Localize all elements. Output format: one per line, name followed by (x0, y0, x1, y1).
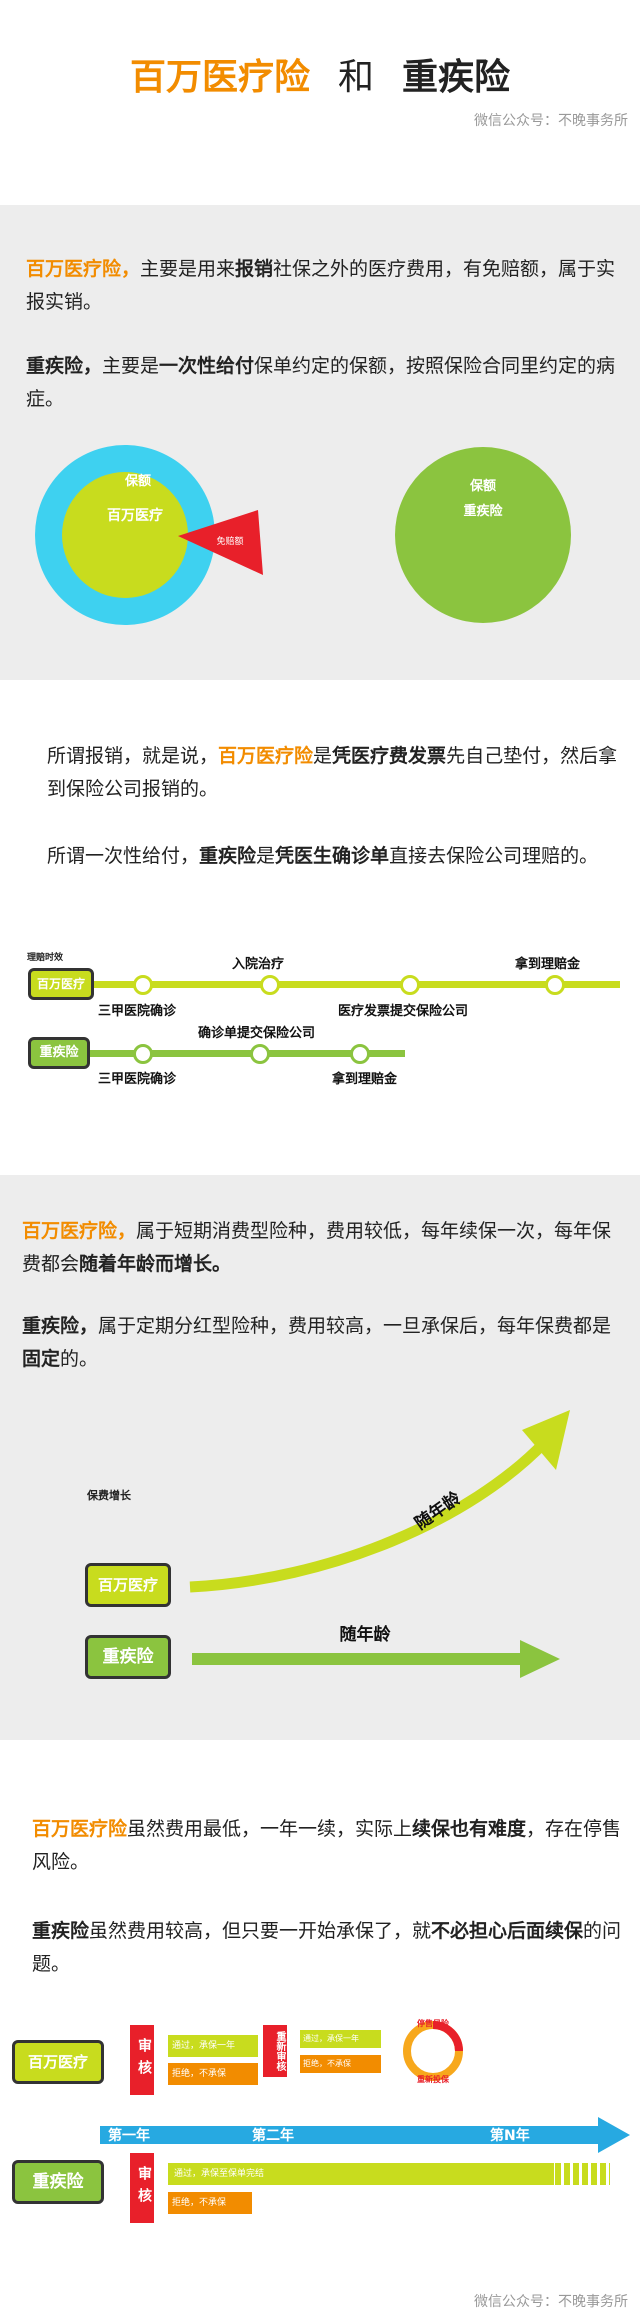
timeline1-line (75, 981, 620, 988)
section-premium: 百万医疗险，属于短期消费型险种，费用较低，每年续保一次，每年保费都会随着年龄而增… (0, 1175, 640, 1740)
footer-credit: 微信公众号：不晚事务所 (474, 2294, 628, 2310)
badge-bottom-text: 重新投保 (417, 2074, 450, 2084)
pass-box-2: 通过，承保一年 (300, 2030, 381, 2048)
medical-outer-label: 保额 (124, 473, 151, 489)
timeline1-step-2: 入院治疗 (232, 957, 285, 972)
title-medical: 百万医疗险 (129, 57, 310, 98)
badge-arc-red (432, 2021, 463, 2052)
renewal-medical-text: 百万医疗险虽然费用最低，一年一续，实际上续保也有难度，存在停售风险。 (32, 1818, 622, 1873)
year-label-n: 第N年 (490, 2128, 530, 2144)
medical-growth-curve (189, 1438, 549, 1593)
timeline-caption: 理赔时效 (27, 953, 64, 963)
renewal-critical-text: 重疾险虽然费用较高，但只要一开始承保了，就不必担心后面续保的问题。 (32, 1920, 622, 1975)
critical-top-label: 保额 (469, 478, 496, 494)
coverage-medical-text: 百万医疗险，主要是用来报销社保之外的医疗费用，有免赔额，属于实报实销。 (26, 258, 616, 313)
header-credit: 微信公众号：不晚事务所 (474, 113, 628, 129)
year-arrow-head (598, 2117, 630, 2153)
audit-box-2: 审核 (130, 2153, 154, 2223)
premium-medical-text: 百万医疗险，属于短期消费型险种，费用较低，每年续保一次，每年保费都会随着年龄而增… (22, 1220, 612, 1275)
section-claims: 所谓报销，就是说，百万医疗险是凭医疗费发票先自己垫付，然后拿到保险公司报销的。 … (0, 690, 640, 1170)
critical-flat-label: 随年龄 (340, 1624, 392, 1645)
reaudit-box: 重新审核 (263, 2025, 287, 2077)
timeline2-node-3 (350, 1044, 370, 1064)
premium-label-critical: 重疾险 (85, 1635, 171, 1679)
timeline1-step-1: 三甲医院确诊 (98, 1004, 177, 1019)
badge-top-text: 停售风险 (417, 2018, 450, 2028)
critical-flat-arrowhead (520, 1640, 560, 1678)
premium-caption: 保费增长 (87, 1489, 131, 1502)
pass-box-1: 通过，承保一年 (168, 2035, 258, 2057)
timeline2-step-1: 三甲医院确诊 (98, 1072, 177, 1087)
medical-inner-label: 百万医疗 (107, 507, 163, 524)
pass-box-long: 通过，承保至保单完结 (168, 2163, 554, 2185)
stop-risk-badge: 停售风险 重新投保 (403, 2018, 463, 2084)
premium-critical-text: 重疾险，属于定期分红型险种，费用较高，一旦承保后，每年保费都是固定的。 (22, 1315, 612, 1370)
deductible-label: 免赔额 (216, 535, 243, 547)
critical-circle (395, 447, 571, 623)
timeline1-node-1 (133, 975, 153, 995)
audit-box-1: 审核 (130, 2025, 154, 2095)
renewal-label-critical: 重疾险 (12, 2160, 104, 2204)
coverage-diagram: 保额 百万医疗 免赔额 保额 重疾险 (35, 445, 571, 625)
pass-box-long-fade (555, 2163, 610, 2185)
timeline1-node-4 (545, 975, 565, 995)
timeline1-step-3: 医疗发票提交保险公司 (338, 1004, 469, 1019)
timeline1-label: 百万医疗 (28, 968, 94, 1000)
reject-box-1: 拒绝，不承保 (168, 2063, 258, 2085)
page-title: 百万医疗险和重疾险 (0, 48, 640, 100)
claims-critical-text: 所谓一次性给付，重疾险是凭医生确诊单直接去保险公司理赔的。 (47, 845, 599, 867)
reject-box-3: 拒绝，不承保 (168, 2192, 252, 2214)
critical-flat-line (192, 1653, 522, 1665)
timeline2-step-3: 拿到理赔金 (332, 1072, 398, 1087)
medical-growth-arrowhead (522, 1410, 570, 1470)
title-join: 和 (337, 57, 374, 98)
section-coverage: 百万医疗险，主要是用来报销社保之外的医疗费用，有免赔额，属于实报实销。 重疾险，… (0, 205, 640, 680)
timeline2-node-2 (250, 1044, 270, 1064)
timeline2-label: 重疾险 (28, 1037, 90, 1069)
premium-diagram: 随年龄 随年龄 (189, 1410, 570, 1678)
year-label-1: 第一年 (108, 2128, 150, 2144)
section-renewal: 百万医疗险虽然费用最低，一年一续，实际上续保也有难度，存在停售风险。 重疾险虽然… (0, 1745, 640, 2321)
timeline1-node-3 (400, 975, 420, 995)
year-label-2: 第二年 (252, 2128, 294, 2144)
timeline1-node-2 (260, 975, 280, 995)
deductible-wedge (178, 510, 263, 575)
premium-label-medical: 百万医疗 (85, 1563, 171, 1607)
timeline2-step-2: 确诊单提交保险公司 (198, 1026, 316, 1041)
header: 百万医疗险和重疾险 微信公众号：不晚事务所 (0, 0, 640, 195)
critical-inner-label: 重疾险 (463, 503, 503, 519)
coverage-critical-text: 重疾险，主要是一次性给付保单约定的保额，按照保险合同里约定的病症。 (26, 355, 616, 410)
medical-inner-circle (62, 472, 188, 598)
title-critical: 重疾险 (402, 57, 511, 98)
claims-medical-text: 所谓报销，就是说，百万医疗险是凭医疗费发票先自己垫付，然后拿到保险公司报销的。 (47, 745, 618, 800)
timeline2-node-1 (133, 1044, 153, 1064)
year-arrow-bar (100, 2126, 600, 2144)
reject-box-2: 拒绝，不承保 (300, 2055, 381, 2073)
renewal-label-medical: 百万医疗 (12, 2040, 104, 2084)
timeline2-line (75, 1050, 405, 1057)
timeline1-step-4: 拿到理赔金 (515, 957, 581, 972)
